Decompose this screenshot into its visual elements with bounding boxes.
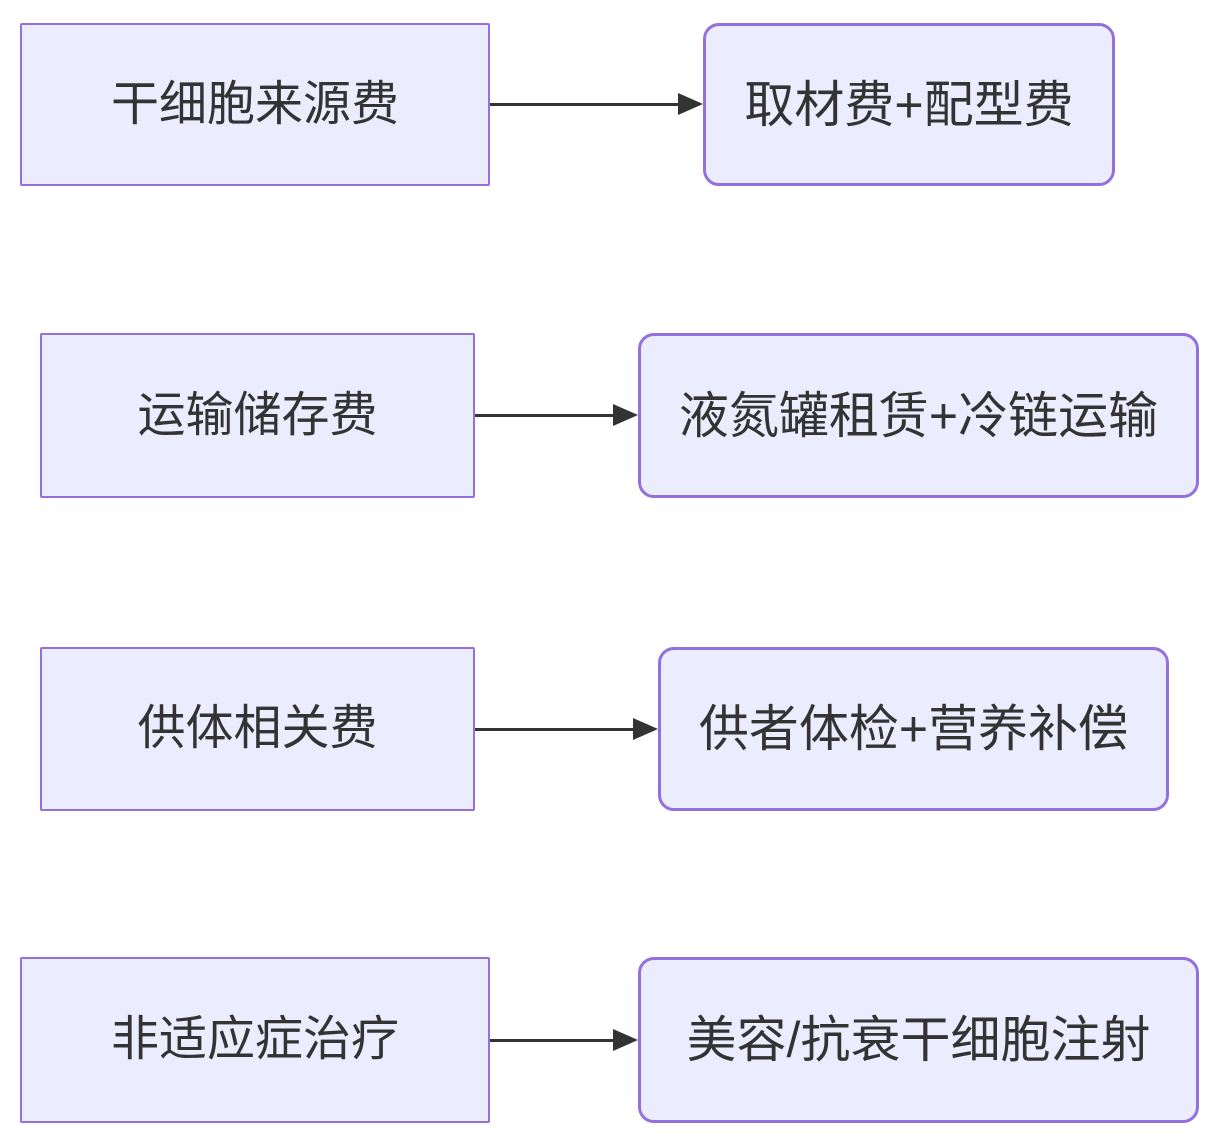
arrow-line [475,413,613,417]
arrow-head-icon [678,93,703,115]
node-label: 运输储存费 [137,388,378,442]
node-label: 供者体检+营养补偿 [698,701,1129,757]
arrow-row-1 [490,92,703,116]
arrow-line [475,727,633,731]
node-label: 非适应症治疗 [110,1013,399,1067]
source-node-transport-storage-fee: 运输储存费 [40,333,475,498]
arrow-row-2 [475,403,638,427]
target-node-liquid-nitrogen-cold-chain: 液氮罐租赁+冷链运输 [638,333,1199,498]
node-label: 美容/抗衰干细胞注射 [686,1012,1151,1068]
arrow-line [490,1038,613,1042]
source-node-stem-cell-source-fee: 干细胞来源费 [20,23,490,186]
target-node-sampling-matching-fee: 取材费+配型费 [703,23,1115,186]
target-node-cosmetic-antiaging-injection: 美容/抗衰干细胞注射 [638,957,1199,1123]
node-label: 干细胞来源费 [110,77,399,131]
arrow-line [490,102,678,106]
arrow-head-icon [633,718,658,740]
arrow-head-icon [613,1029,638,1051]
target-node-donor-checkup-nutrition: 供者体检+营养补偿 [658,647,1169,811]
node-label: 供体相关费 [137,702,378,756]
arrow-row-3 [475,717,658,741]
node-label: 液氮罐租赁+冷链运输 [678,387,1159,444]
arrow-row-4 [490,1028,638,1052]
source-node-non-indication-treatment: 非适应症治疗 [20,957,490,1123]
arrow-head-icon [613,404,638,426]
source-node-donor-related-fee: 供体相关费 [40,647,475,811]
node-label: 取材费+配型费 [744,76,1074,133]
